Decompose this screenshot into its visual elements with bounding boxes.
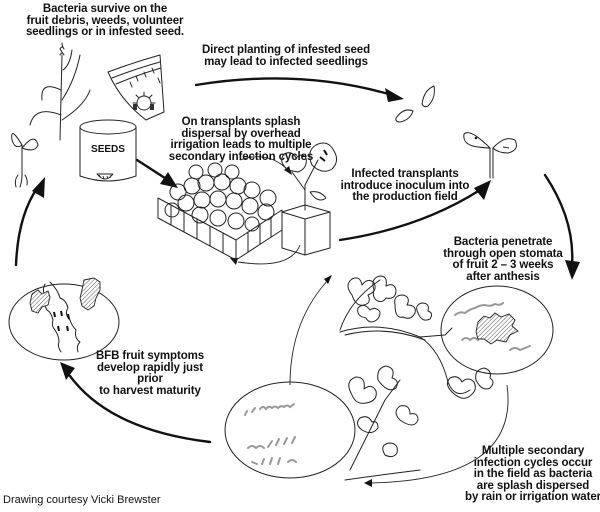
- infected-fruit-right-illustration: [440, 285, 554, 375]
- arrow-transplant-to-field: [338, 180, 491, 242]
- label-transplant-splash: On transplants splash dispersal by overh…: [168, 116, 314, 163]
- seedling-tray-illustration: [157, 162, 283, 261]
- drawing-credit: Drawing courtesy Vicki Brewster: [3, 494, 161, 506]
- infested-seeds-illustration: [395, 85, 435, 123]
- seed-can-illustration: [79, 119, 137, 182]
- watermelon-rind-illustration: [107, 54, 165, 121]
- arrow-seeds-to-tray: [135, 158, 178, 188]
- label-direct-planting: Direct planting of infested seed may lea…: [201, 44, 371, 68]
- seed-can-label: SEEDS: [91, 144, 125, 155]
- arrow-field-to-fruit-symptoms: [60, 362, 212, 444]
- label-infected-transplants: Infected transplants introduce inoculum …: [340, 168, 470, 203]
- arrow-transplant-splash-cycle: [230, 156, 301, 265]
- potted-transplant-illustration: [281, 142, 338, 256]
- infected-seedling-illustration: [463, 132, 517, 179]
- weed-illustration: [29, 42, 91, 141]
- label-field-secondary: Multiple secondary infection cycles occu…: [465, 445, 600, 503]
- label-fruit-symptoms: BFB fruit symptoms develop rapidly just …: [95, 350, 205, 397]
- field-vine-illustration: [339, 275, 494, 481]
- bfb-symptom-fruit-illustration: [8, 277, 120, 361]
- seedling-small-illustration: [11, 133, 39, 188]
- arrow-symptoms-to-survival: [14, 177, 45, 267]
- infected-fruit-lower-illustration: [224, 381, 356, 479]
- label-stomata-penetration: Bacteria penetrate through open stomata …: [443, 236, 563, 283]
- arrow-field-splash-cycle: [289, 275, 509, 487]
- arrow-seedling-to-fruit: [543, 173, 580, 280]
- arrow-direct-planting: [194, 77, 404, 102]
- label-survival: Bacteria survive on the fruit debris, we…: [25, 3, 185, 38]
